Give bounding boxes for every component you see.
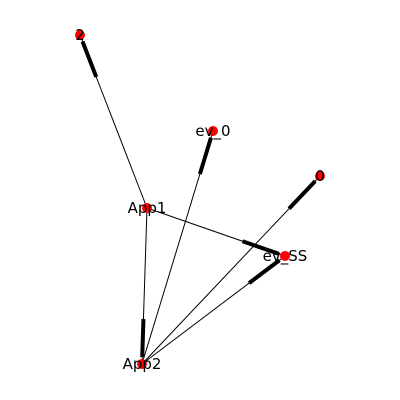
edge-App2-ev_0 [141,130,214,365]
edge-App2-0 [141,175,321,365]
node-label-App2: App2 [123,355,162,373]
edges-layer [79,34,321,365]
nodes-layer [75,30,325,369]
node-label-ev_SS: ev_SS [263,247,308,266]
edge-arrowhead [287,179,317,211]
node-ev_0 [208,126,218,136]
edge-App1-ev_SS [146,207,286,257]
edge-App1-2 [79,34,148,209]
edge-arrowhead [197,137,213,175]
node-ev_SS [280,251,290,261]
edge-arrowhead [80,40,99,78]
edge-arrowhead [140,318,146,358]
node-App2 [137,359,147,369]
node-label-ev_0: ev_0 [195,122,230,141]
node-label-0: 0 [315,167,325,185]
edge-arrowhead [247,258,281,285]
node-label-App1: App1 [128,199,167,217]
node-2 [75,30,85,40]
node-0 [315,171,325,181]
edge-App2-ev_SS [141,255,286,365]
node-App1 [142,203,152,213]
edge-arrowhead [241,239,280,256]
node-label-2: 2 [75,26,85,44]
edge-App1-App2 [140,207,148,365]
